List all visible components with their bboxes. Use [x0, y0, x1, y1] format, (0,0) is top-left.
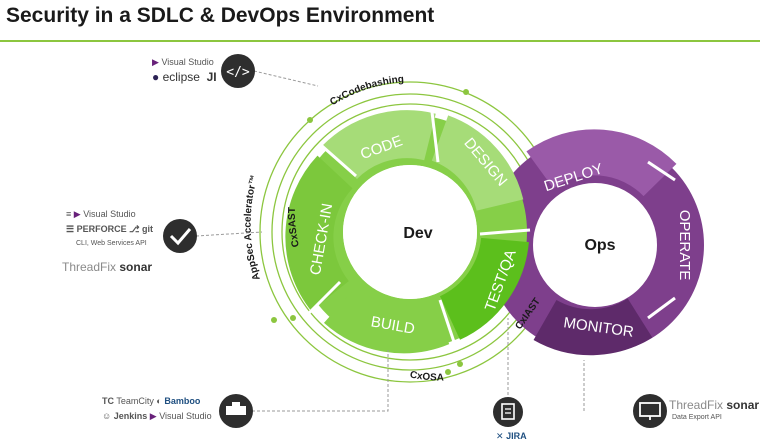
jenkins-icon: ☺: [102, 411, 112, 421]
visual-studio-label: Visual Studio: [159, 411, 212, 421]
server-icon[interactable]: [219, 394, 253, 428]
dev-segment-design[interactable]: [430, 115, 524, 212]
ide-visual-studio-logo: ▶ Visual Studio: [152, 57, 214, 68]
dev-center-label: Dev: [403, 225, 432, 242]
monitor-threadfix-sonar-logo: ThreadFix sonar: [669, 398, 759, 412]
jira-icon: ✕: [496, 431, 504, 441]
ops-center-label: Ops: [584, 237, 615, 254]
ops-segment-divider: [647, 296, 676, 320]
connector-build: [252, 350, 389, 412]
monitor-api-label: Data Export API: [672, 414, 722, 421]
git-label: git: [142, 224, 154, 234]
dev-segment-divider: [321, 144, 357, 178]
ops-center: [533, 183, 657, 307]
connector-checkin: [195, 231, 263, 237]
eclipse-icon: ●: [152, 70, 160, 84]
connector-ide: [253, 70, 319, 87]
bamboo-icon: ◐: [156, 396, 162, 406]
threadfix-label: ThreadFix: [62, 260, 117, 274]
dev-segment-build[interactable]: [323, 286, 450, 354]
bamboo-label: Bamboo: [164, 396, 201, 406]
checkmark-icon[interactable]: [163, 219, 197, 253]
dev-center: [343, 165, 477, 299]
tracking-dot: [290, 315, 296, 321]
visual-studio-label: Visual Studio: [161, 57, 214, 67]
visual-studio-icon: ▶: [73, 209, 81, 219]
checkin-api-label: CLI, Web Services API: [76, 240, 147, 247]
threadfix-label: ThreadFix: [669, 398, 724, 412]
stack-icon: ≡: [66, 209, 72, 219]
dev-loop: [285, 110, 531, 354]
build-jenkins-vs-logo: ☺ Jenkins ▶ Visual Studio: [102, 411, 212, 422]
tracking-dot: [445, 369, 451, 375]
clipboard-icon[interactable]: [493, 397, 523, 427]
checkin-visual-studio-logo: ≡ ▶ Visual Studio: [66, 209, 136, 220]
code-icon[interactable]: </>: [221, 54, 255, 88]
dev-segment-divider: [479, 228, 531, 236]
title-underline: [0, 40, 760, 42]
ops-segment-divider: [647, 160, 676, 182]
visual-studio-label: Visual Studio: [83, 209, 136, 219]
dev-segment-checkin[interactable]: [285, 155, 354, 311]
jenkins-label: Jenkins: [113, 411, 148, 421]
eclipse-label: eclipse: [162, 70, 200, 84]
ops-segment-monitor[interactable]: [533, 298, 653, 356]
dev-segment-divider: [304, 280, 342, 318]
jira-label: JIRA: [506, 431, 527, 441]
teamcity-icon: TC: [102, 396, 114, 406]
arc-label-osa: CxOSA: [409, 369, 444, 383]
perforce-label: PERFORCE: [76, 224, 127, 234]
visual-studio-icon: ▶: [149, 411, 157, 421]
svg-text:</>: </>: [226, 65, 250, 80]
build-teamcity-bamboo-logo: TC TeamCity ◐ Bamboo: [102, 396, 200, 406]
test-jira-logo: ✕ JIRA: [496, 431, 527, 442]
git-icon: ⎇: [129, 224, 140, 234]
dev-segment-divider: [438, 299, 457, 346]
arc-label-codebashing: CxCodebashing: [328, 74, 404, 108]
tracking-dot: [457, 361, 463, 367]
dev-segment-test[interactable]: [439, 237, 529, 340]
visual-studio-icon: ▶: [152, 57, 159, 67]
tracking-dot: [463, 89, 469, 95]
dev-segment-divider: [430, 111, 440, 163]
teamcity-label: TeamCity: [116, 396, 154, 406]
sonar-label: sonar: [726, 398, 760, 412]
perforce-icon: ☰: [66, 224, 75, 234]
checkin-threadfix-sonar-logo: ThreadFix sonar: [62, 260, 152, 274]
tracking-dot: [271, 317, 277, 323]
tracking-dot: [307, 117, 313, 123]
label-operate: OPERATE: [676, 210, 693, 281]
checkin-perforce-git-logo: ☰ PERFORCE ⎇ git: [66, 224, 153, 235]
ops-segment-deploy[interactable]: [526, 129, 677, 197]
dev-segment-code[interactable]: [323, 110, 436, 180]
jetbrains-icon: JI: [203, 70, 217, 84]
ide-eclipse-logo: ● eclipse JI: [152, 70, 217, 84]
monitor-icon[interactable]: [633, 394, 667, 428]
page-title: Security in a SDLC & DevOps Environment: [6, 4, 435, 27]
sonar-label: sonar: [119, 260, 153, 274]
